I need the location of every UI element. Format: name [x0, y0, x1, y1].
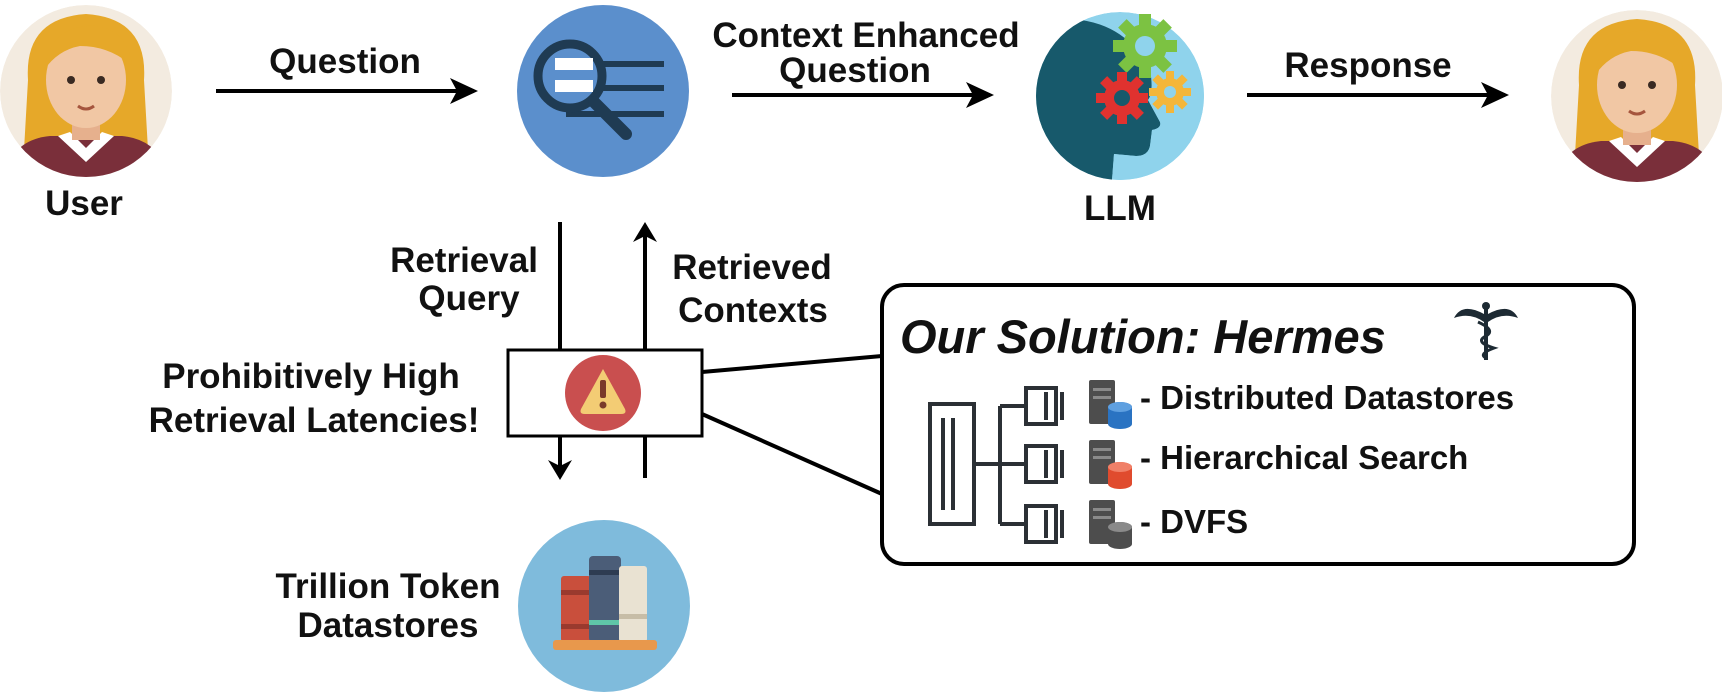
question-label: Question — [269, 42, 421, 81]
solution-box — [880, 283, 1636, 566]
connector-top — [701, 354, 883, 374]
context-enhanced-label-line2: Question — [779, 51, 931, 90]
datastore-label-line1: Trillion Token — [276, 567, 501, 606]
retrieved-contexts-label-line1: Retrieved — [672, 248, 832, 287]
warning-icon — [565, 355, 641, 431]
hierarchy-icon — [928, 386, 1064, 544]
datastore-label-line2: Datastores — [298, 606, 479, 645]
retrieval-query-label-line1: Retrieval — [390, 241, 538, 280]
llm-label: LLM — [1084, 189, 1156, 228]
warning-label-line1: Prohibitively High — [162, 357, 460, 396]
user-avatar-right — [1551, 10, 1722, 182]
server-db-icon-distributed — [1089, 380, 1132, 429]
server-db-icon-hierarchical — [1089, 440, 1132, 489]
response-label: Response — [1284, 46, 1451, 85]
retrieval-query-label-line2: Query — [418, 279, 520, 318]
server-db-icon-dvfs — [1089, 500, 1132, 549]
connector-bottom — [701, 412, 883, 496]
context-enhanced-label-line1: Context Enhanced — [712, 16, 1019, 55]
user-label: User — [45, 184, 123, 223]
caduceus-icon — [1454, 302, 1518, 360]
datastore-icon — [518, 520, 690, 692]
user-avatar-left — [0, 5, 172, 177]
llm-icon — [1036, 12, 1204, 180]
solution-item-hierarchical: - Hierarchical Search — [1140, 439, 1468, 476]
solution-item-dvfs: - DVFS — [1140, 503, 1248, 540]
solution-item-distributed: - Distributed Datastores — [1140, 379, 1514, 416]
retrieved-contexts-label-line2: Contexts — [678, 291, 828, 330]
retriever-icon — [517, 5, 689, 177]
solution-title: Our Solution: Hermes — [900, 310, 1386, 363]
warning-label-line2: Retrieval Latencies! — [149, 401, 480, 440]
